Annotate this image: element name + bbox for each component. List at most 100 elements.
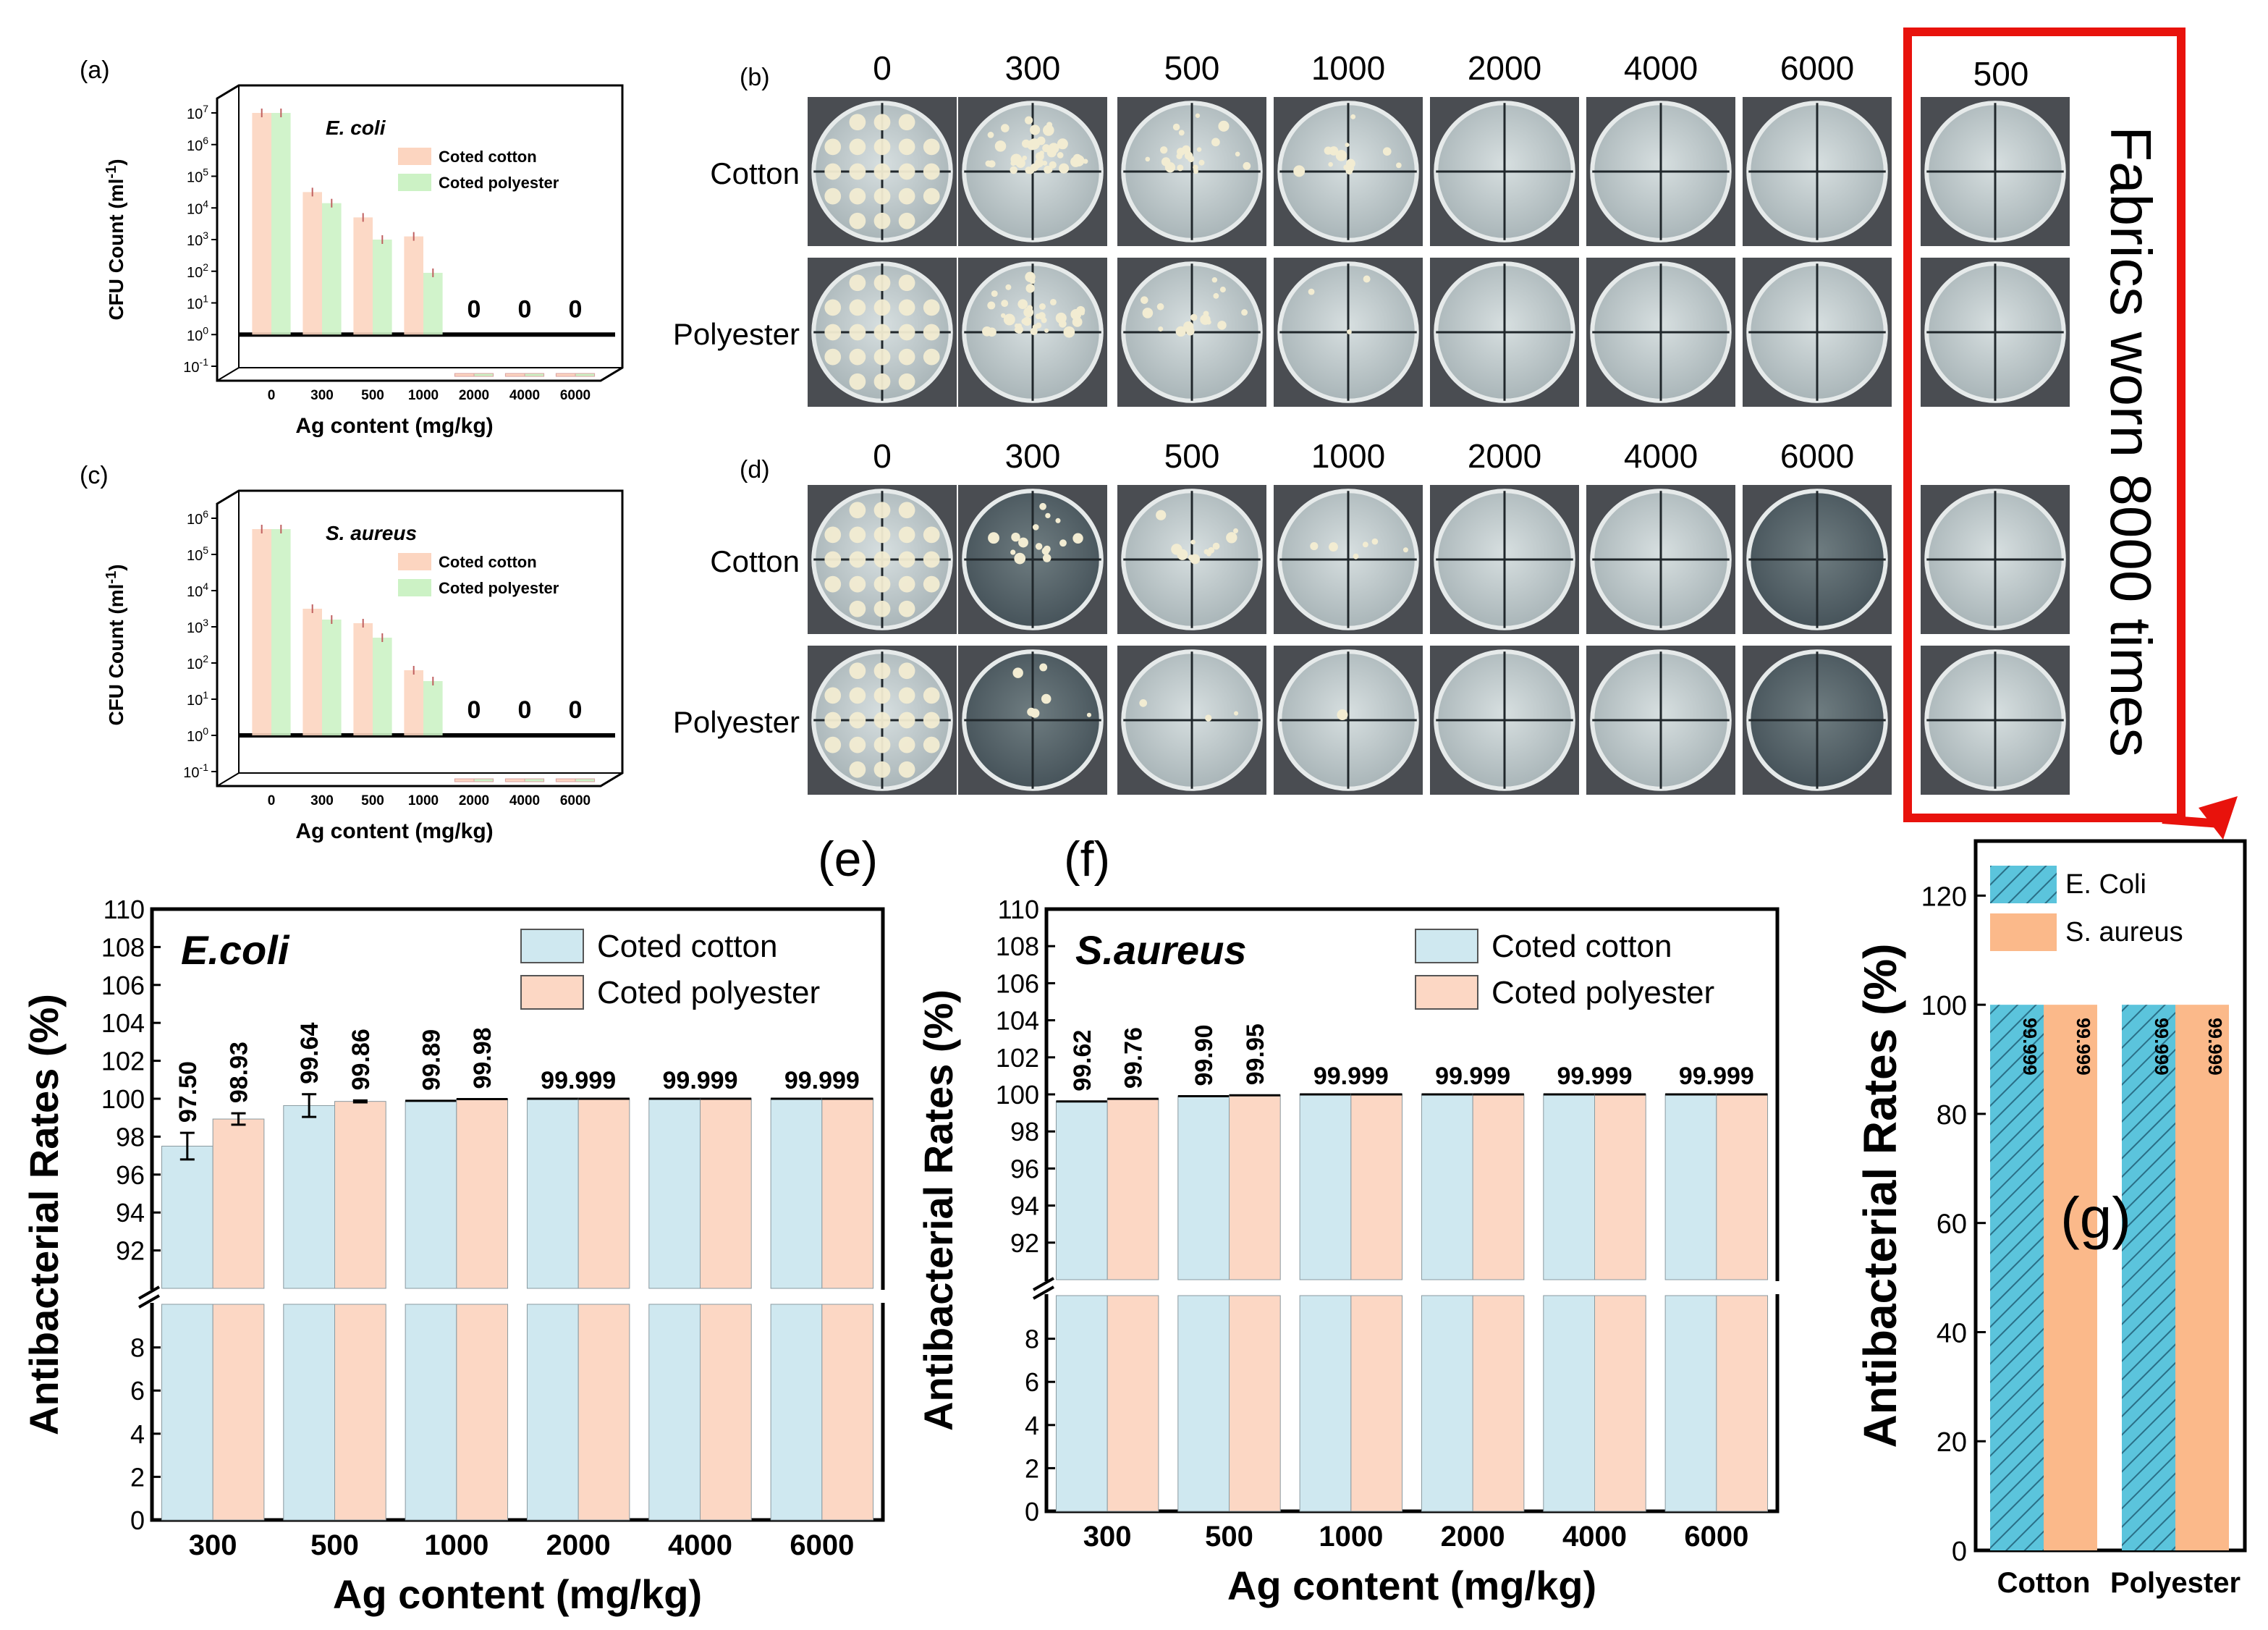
colony [1015, 158, 1025, 168]
colony [1176, 153, 1182, 159]
bar-upper [1055, 1101, 1108, 1280]
bar-lower [161, 1304, 213, 1521]
colony [1086, 712, 1092, 717]
colony [898, 212, 915, 229]
panel-label-g: (g) [2060, 1186, 2131, 1250]
y-tick-label: 105 [187, 544, 208, 564]
legend-swatch [520, 975, 584, 1010]
colony [824, 575, 842, 593]
y-axis-label: CFU Count (ml-1) [103, 564, 127, 725]
y-tick-label: 110 [103, 895, 145, 924]
legend-swatch [1415, 975, 1478, 1010]
legend-label: S. aureus [2065, 917, 2183, 947]
y-tick-label: 8 [130, 1333, 145, 1363]
data-label: 99.999 [1679, 1063, 1754, 1090]
colony [1208, 546, 1215, 554]
bar-upper [1229, 1094, 1281, 1280]
colony [849, 575, 866, 593]
colony [1206, 319, 1211, 325]
legend-swatch [398, 579, 431, 596]
colony [1029, 278, 1036, 284]
legend-label: Coted cotton [1491, 929, 1672, 964]
bar-upper [770, 1098, 823, 1289]
x-tick-label: 300 [189, 1529, 237, 1561]
bar-upper [1350, 1094, 1403, 1280]
colony [1044, 165, 1052, 174]
colony [1402, 547, 1408, 553]
bar-zero [454, 778, 475, 782]
bar-zero [524, 778, 545, 782]
concentration-label: 4000 [1624, 437, 1698, 475]
colony [923, 687, 940, 704]
colony [1141, 296, 1148, 304]
colony [1038, 303, 1046, 310]
bar-zero [555, 778, 576, 782]
colony [898, 761, 915, 778]
colony [991, 290, 998, 297]
y-tick-label: 104 [187, 198, 208, 217]
x-tick-label: 4000 [1562, 1521, 1627, 1553]
colony [1021, 318, 1028, 325]
colony [1175, 326, 1186, 337]
bar-lower [334, 1304, 386, 1521]
colony [1070, 308, 1082, 320]
axis-break-mark [1033, 1285, 1054, 1300]
y-tick-label: 10-1 [183, 356, 208, 376]
data-label: 99.62 [1069, 1030, 1096, 1091]
data-label: 99.999 [2019, 1018, 2041, 1076]
legend-swatch [398, 174, 431, 191]
colony [1005, 284, 1012, 290]
colony [1203, 311, 1209, 317]
legend-label: Coted cotton [439, 553, 537, 571]
concentration-label: 500 [1164, 49, 1220, 87]
bar [373, 240, 392, 335]
colony [898, 575, 915, 593]
x-tick-label: 2000 [1441, 1521, 1505, 1553]
colony [1190, 313, 1198, 321]
colony [1035, 543, 1043, 550]
colony [898, 600, 915, 617]
bar [2122, 1005, 2175, 1550]
bar [1990, 1005, 2044, 1550]
colony [849, 373, 866, 390]
bar [423, 681, 443, 735]
bar-lower [1350, 1295, 1403, 1512]
colony [1396, 162, 1402, 169]
colony [923, 187, 940, 205]
colony [1055, 518, 1061, 523]
colony [1156, 510, 1167, 520]
y-tick-label: 106 [996, 968, 1039, 998]
x-axis-label: Ag content (mg/kg) [1227, 1563, 1596, 1608]
y-tick-label: 2 [130, 1462, 145, 1492]
colony [1142, 308, 1154, 318]
chart-title: S. aureus [326, 522, 417, 544]
bar-lower [1664, 1295, 1717, 1512]
bar-zero [555, 373, 576, 377]
colony [849, 324, 866, 341]
colony [923, 324, 940, 341]
plot-frame [1973, 839, 2247, 1553]
colony [824, 736, 842, 753]
colony [985, 160, 992, 167]
bar-lower [1177, 1295, 1230, 1512]
plot-frame [1044, 907, 1780, 1513]
colony [987, 132, 994, 138]
colony [923, 299, 940, 316]
bar-lower [1716, 1295, 1769, 1512]
colony [1057, 152, 1064, 159]
colony [1030, 709, 1040, 718]
y-tick-label: 100 [187, 324, 208, 344]
colony [824, 324, 842, 341]
colony [849, 736, 866, 753]
y-axis-label: Antibacterial Rates (%) [1854, 943, 1906, 1448]
bar [353, 623, 373, 735]
colony [849, 299, 866, 316]
colony [1042, 554, 1052, 562]
legend-label: Coted cotton [439, 148, 537, 166]
chart-title: E. coli [326, 117, 386, 139]
bar-lower [1594, 1295, 1646, 1512]
x-tick-label: 500 [361, 793, 384, 808]
y-tick-label: 60 [1937, 1209, 1967, 1240]
x-tick-label: Cotton [1997, 1567, 2091, 1599]
